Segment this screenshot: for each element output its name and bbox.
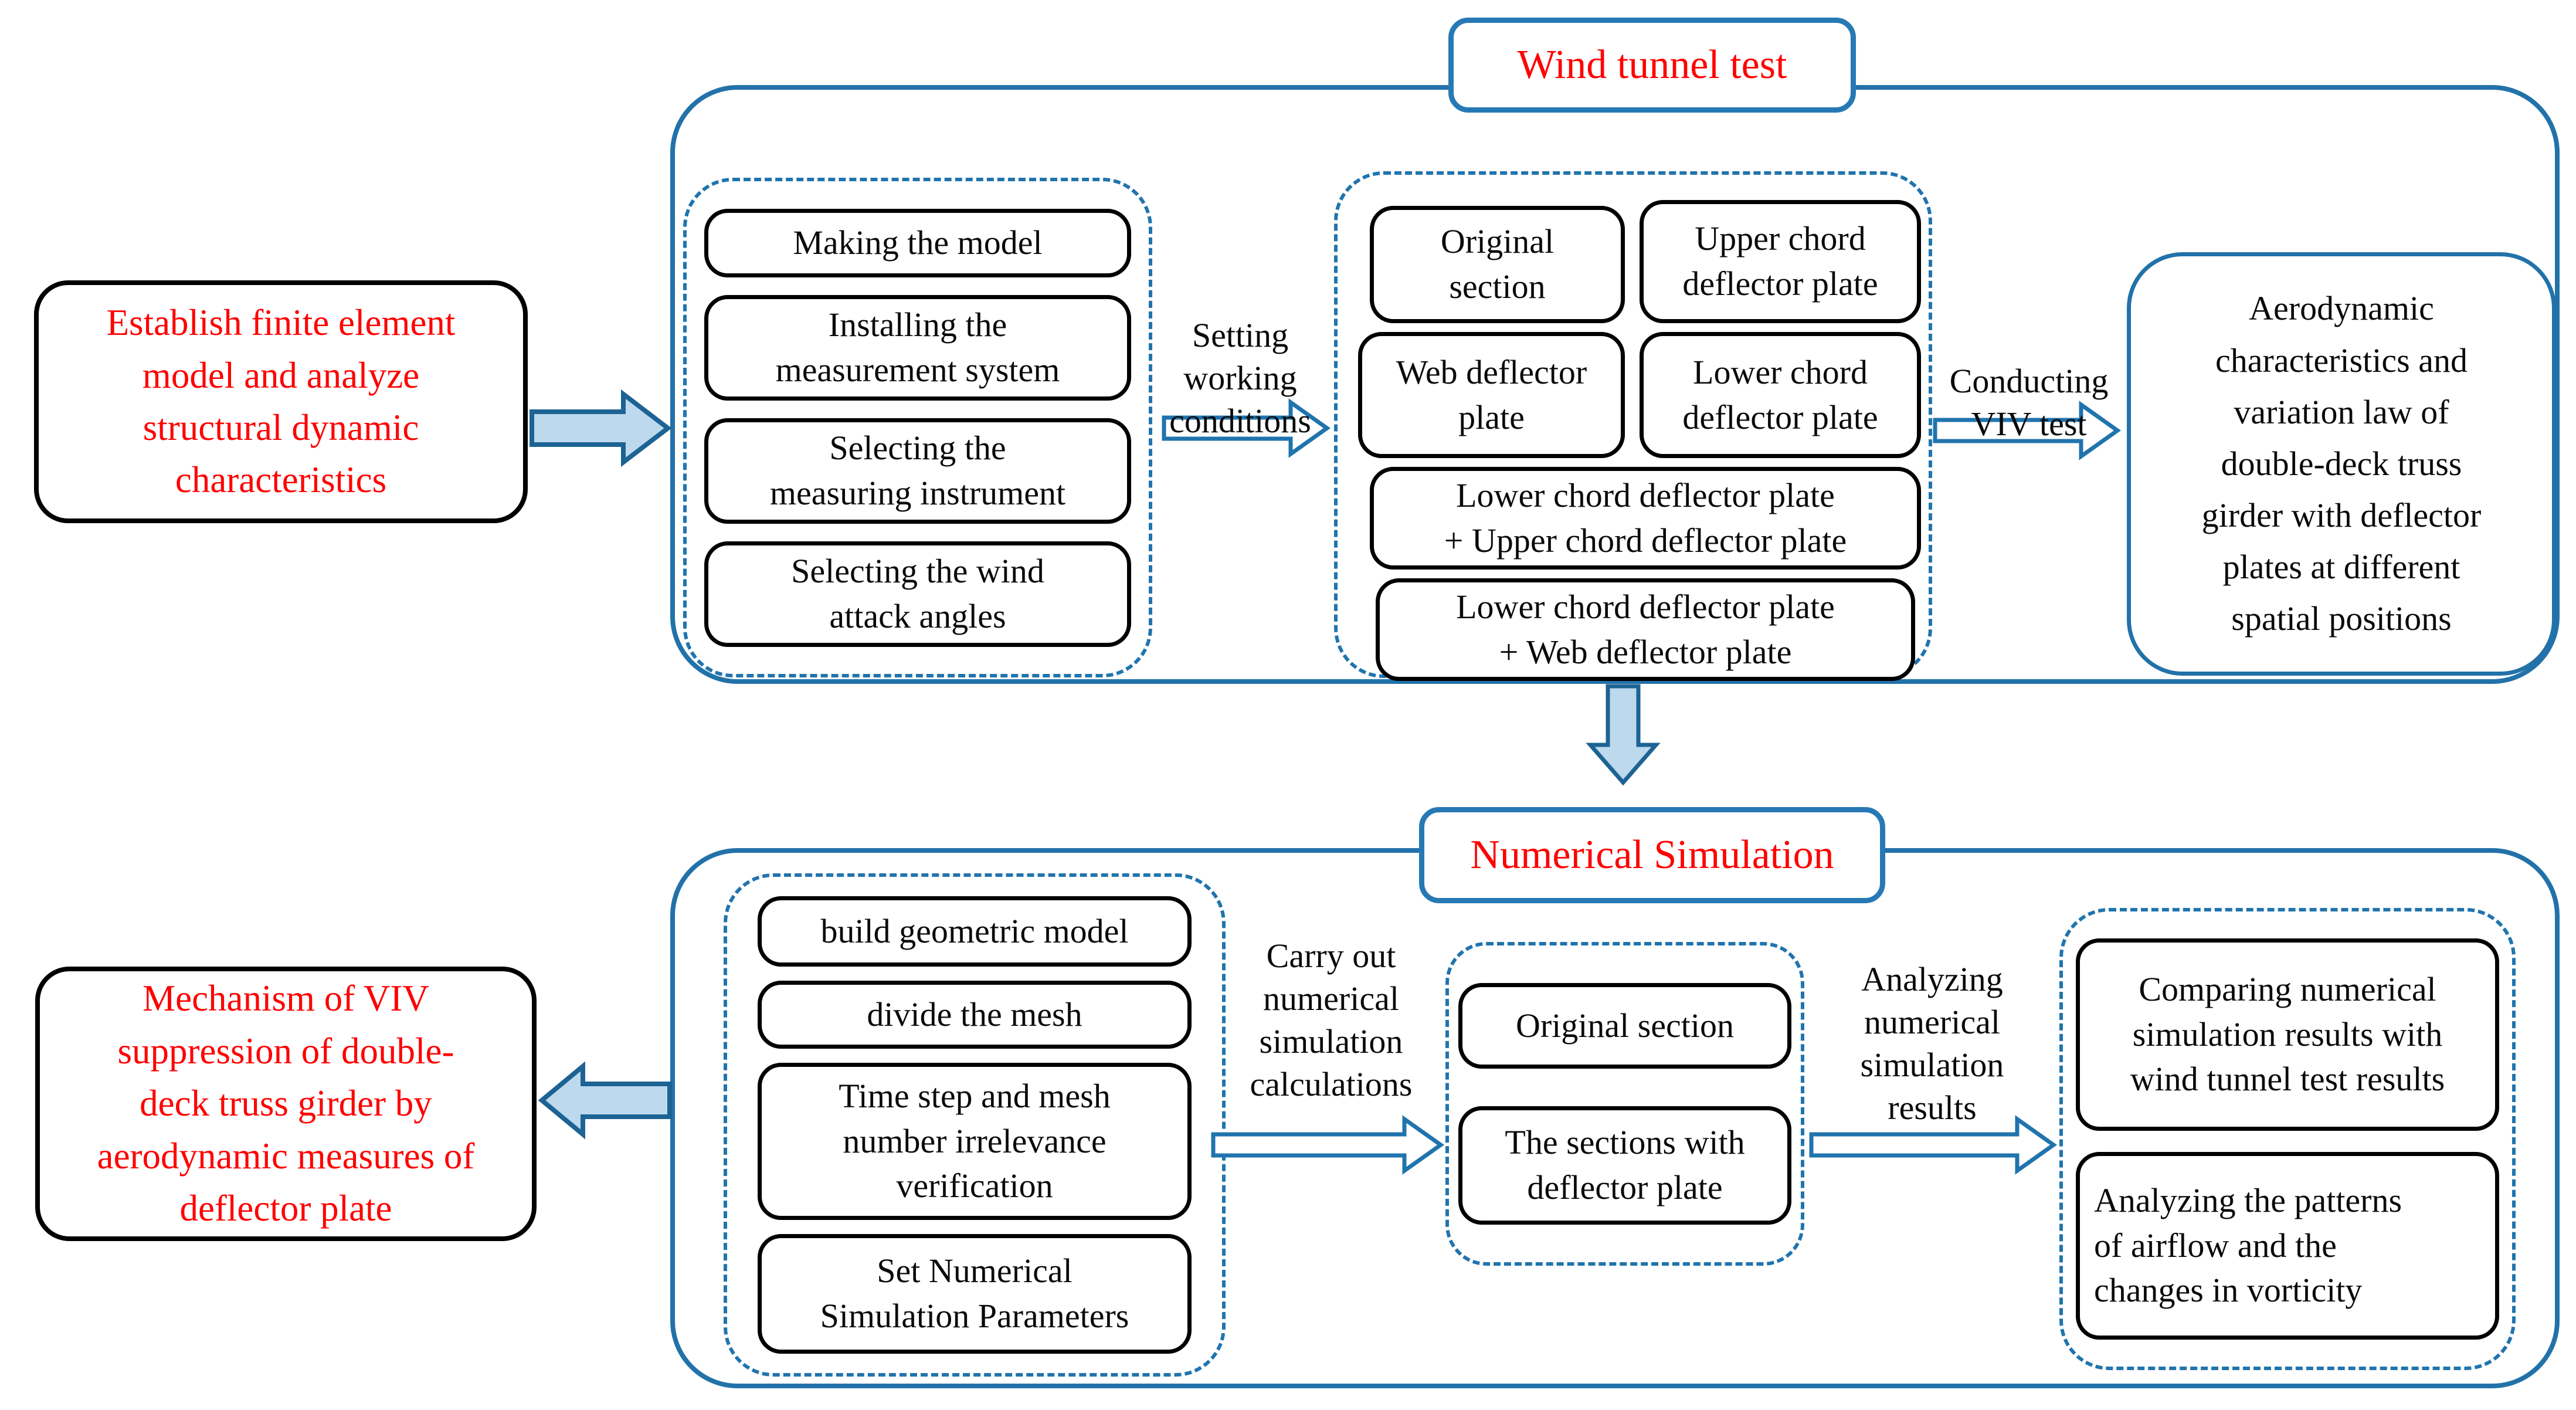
condition-box: Upper chord deflector plate bbox=[1640, 200, 1921, 323]
working-conditions-group: Original section Upper chord deflector p… bbox=[1334, 171, 1932, 681]
arrow-windtunnel-to-simulation-icon bbox=[1586, 684, 1661, 786]
arrow-simulation-to-mechanism-icon bbox=[538, 1061, 672, 1140]
step-text: Selecting the measuring instrument bbox=[769, 428, 1066, 512]
simulated-sections-group: Original section The sections with defle… bbox=[1445, 942, 1804, 1266]
conducting-viv-test-label: Conducting VIV test bbox=[1932, 317, 2126, 445]
step-text: build geometric model bbox=[820, 911, 1129, 950]
step-text: Time step and mesh number irrelevance ve… bbox=[839, 1077, 1111, 1205]
step-box: Making the model bbox=[704, 208, 1131, 277]
condition-box: Lower chord deflector plate + Upper chor… bbox=[1370, 467, 1921, 570]
arrow-start-to-windtunnel-icon bbox=[530, 389, 672, 467]
result-box: Analyzing the patterns of airflow and th… bbox=[2076, 1152, 2499, 1340]
carry-out-text: Carry out numerical simulation calculati… bbox=[1250, 937, 1413, 1104]
step-box: Set Numerical Simulation Parameters bbox=[758, 1234, 1192, 1354]
arrow-analyzing-results-icon bbox=[1809, 1115, 2058, 1175]
step-box: Selecting the wind attack angles bbox=[704, 541, 1131, 647]
aerodynamic-result-text: Aerodynamic characteristics and variatio… bbox=[2201, 289, 2482, 638]
step-box: Time step and mesh number irrelevance ve… bbox=[758, 1063, 1192, 1220]
result-box: Comparing numerical simulation results w… bbox=[2076, 938, 2499, 1131]
simulation-steps-group: build geometric model divide the mesh Ti… bbox=[724, 873, 1226, 1377]
result-text: Analyzing the patterns of airflow and th… bbox=[2094, 1181, 2402, 1310]
section-box: The sections with deflector plate bbox=[1458, 1106, 1791, 1225]
setting-working-conditions-label: Setting working conditions bbox=[1148, 271, 1332, 442]
arrow-conducting-viv-icon bbox=[1933, 401, 2122, 460]
section-box: Original section bbox=[1458, 983, 1791, 1069]
condition-text: Upper chord deflector plate bbox=[1682, 219, 1878, 303]
start-box-text: Establish finite element model and analy… bbox=[106, 302, 456, 501]
condition-text: Web deflector plate bbox=[1396, 352, 1587, 436]
condition-box: Original section bbox=[1370, 206, 1625, 323]
arrow-carry-out-icon bbox=[1211, 1115, 1445, 1175]
numerical-simulation-title: Numerical Simulation bbox=[1470, 832, 1834, 877]
step-box: Selecting the measuring instrument bbox=[704, 418, 1131, 524]
step-box: divide the mesh bbox=[758, 981, 1192, 1049]
condition-text: Lower chord deflector plate bbox=[1682, 352, 1878, 436]
step-text: Set Numerical Simulation Parameters bbox=[820, 1252, 1129, 1335]
step-box: Installing the measurement system bbox=[704, 294, 1131, 401]
mechanism-box-text: Mechanism of VIV suppression of double- … bbox=[97, 978, 475, 1229]
analyzing-results-text: Analyzing numerical simulation results bbox=[1860, 960, 2004, 1127]
step-text: Making the model bbox=[793, 223, 1043, 262]
wind-tunnel-title: Wind tunnel test bbox=[1517, 42, 1787, 87]
wind-tunnel-steps-group: Making the model Installing the measurem… bbox=[683, 178, 1152, 677]
section-text: The sections with deflector plate bbox=[1505, 1123, 1745, 1206]
wind-tunnel-title-box: Wind tunnel test bbox=[1448, 18, 1856, 113]
step-text: Selecting the wind attack angles bbox=[791, 551, 1044, 635]
section-text: Original section bbox=[1515, 1006, 1735, 1045]
result-text: Comparing numerical simulation results w… bbox=[2130, 970, 2445, 1099]
condition-box: Lower chord deflector plate bbox=[1640, 332, 1921, 458]
setting-working-conditions-text: Setting working conditions bbox=[1169, 316, 1311, 440]
analysis-results-group: Comparing numerical simulation results w… bbox=[2059, 908, 2516, 1370]
mechanism-box: Mechanism of VIV suppression of double- … bbox=[35, 967, 537, 1241]
condition-text: Lower chord deflector plate + Web deflec… bbox=[1456, 587, 1835, 671]
step-text: Installing the measurement system bbox=[775, 305, 1060, 389]
condition-box: Lower chord deflector plate + Web deflec… bbox=[1376, 578, 1915, 681]
condition-text: Lower chord deflector plate + Upper chor… bbox=[1444, 476, 1847, 560]
numerical-simulation-title-box: Numerical Simulation bbox=[1419, 807, 1885, 903]
start-box: Establish finite element model and analy… bbox=[34, 280, 528, 523]
step-text: divide the mesh bbox=[867, 995, 1082, 1033]
analyzing-results-label: Analyzing numerical simulation results bbox=[1818, 915, 2046, 1129]
conducting-viv-test-text: Conducting VIV test bbox=[1949, 362, 2109, 443]
arrow-setting-conditions-icon bbox=[1162, 398, 1331, 458]
condition-text: Original section bbox=[1440, 222, 1555, 306]
condition-box: Web deflector plate bbox=[1358, 332, 1625, 458]
aerodynamic-result-box: Aerodynamic characteristics and variatio… bbox=[2127, 252, 2556, 676]
step-box: build geometric model bbox=[758, 896, 1192, 967]
carry-out-label: Carry out numerical simulation calculati… bbox=[1223, 892, 1440, 1106]
